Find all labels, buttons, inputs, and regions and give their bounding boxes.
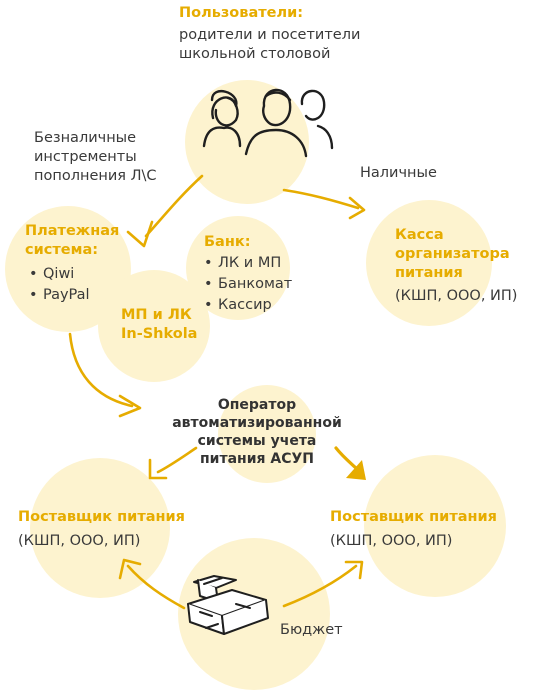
operator-line-2: автоматизированной — [172, 415, 342, 431]
users-subtitle-line-2: школьной столовой — [179, 46, 331, 62]
bank-list: ЛК и МП Банкомат Кассир — [204, 253, 292, 316]
users-title: Пользователи: — [179, 5, 304, 21]
payment-system-item: Qiwi — [29, 264, 90, 285]
mp-lk-title-line-2: In-Shkola — [121, 326, 198, 342]
operator-line-4: питания АСУП — [199, 451, 314, 467]
payment-system-title-line-1: Платежная — [25, 223, 120, 239]
supplier-right-circle-bg — [364, 455, 506, 597]
supplier-left-title: Поставщик питания — [18, 509, 185, 525]
kassa-circle-bg — [366, 200, 492, 326]
payment-system-title-line-2: система: — [25, 242, 99, 258]
arrow-to-operator-icon — [68, 332, 142, 418]
people-group-icon — [202, 88, 334, 158]
bank-item: ЛК и МП — [204, 253, 292, 274]
operator-line-3: системы учета — [197, 433, 317, 449]
arrow-operator-to-right-supplier-icon — [334, 446, 366, 480]
supplier-right-sub: (КШП, ООО, ИП) — [330, 533, 453, 549]
arrow-operator-to-left-supplier-icon — [148, 446, 198, 480]
budget-label: Бюджет — [280, 622, 343, 638]
operator-line-1: Оператор — [217, 397, 297, 413]
kassa-title-line-1: Касса — [395, 227, 444, 243]
mp-lk-circle-bg — [98, 270, 210, 382]
supplier-right-title: Поставщик питания — [330, 509, 497, 525]
file-cabinet-icon — [187, 575, 269, 635]
supplier-left-circle-bg — [30, 458, 170, 598]
kassa-title-line-3: питания — [395, 265, 463, 281]
arrow-to-kassa-icon — [282, 188, 366, 220]
cash-label: Наличные — [360, 165, 437, 181]
bank-item: Банкомат — [204, 274, 292, 295]
kassa-title-line-2: организатора — [395, 246, 510, 262]
payment-system-item: PayPal — [29, 285, 90, 306]
arrow-budget-to-right-supplier-icon — [282, 560, 364, 608]
bank-title: Банк: — [204, 234, 251, 250]
supplier-left-sub: (КШП, ООО, ИП) — [18, 533, 141, 549]
operator-circle-bg — [218, 385, 316, 483]
arrow-to-payment-system-icon — [126, 174, 204, 248]
cashless-label-line-1: Безналичные — [34, 130, 137, 146]
bank-item: Кассир — [204, 295, 292, 316]
diagram-drawings — [68, 88, 366, 635]
users-subtitle-line-1: родители и посетители — [179, 27, 361, 43]
kassa-sub: (КШП, ООО, ИП) — [395, 288, 518, 304]
payment-system-list: Qiwi PayPal — [29, 264, 90, 306]
mp-lk-title-line-1: МП и ЛК — [121, 307, 192, 323]
arrow-budget-to-left-supplier-icon — [118, 558, 186, 610]
cashless-label-line-3: пополнения Л\С — [34, 168, 157, 184]
cashless-label-line-2: инстременты — [34, 149, 137, 165]
